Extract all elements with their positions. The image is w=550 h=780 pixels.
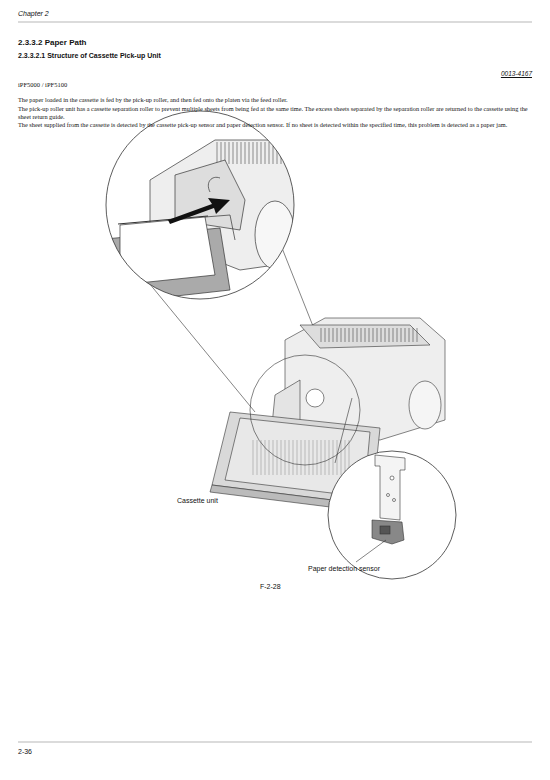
subsection-title: 2.3.3.2.1 Structure of Cassette Pick-up … [18, 52, 161, 59]
magnifier-circle [328, 451, 456, 579]
sensor-closeup [325, 448, 460, 583]
document-code: 0013-4167 [501, 70, 532, 77]
footer-rule [18, 742, 532, 743]
magnifier-line [335, 398, 352, 463]
leader-line [356, 540, 386, 562]
part-label: Cassette unit [177, 497, 218, 504]
body-text: The paper loaded in the cassette is fed … [18, 96, 532, 104]
figure-caption: F-2-28 [260, 583, 281, 590]
cassette-closeup [95, 105, 310, 305]
part-label: Paper detection sensor [308, 565, 380, 572]
model-name: iPF5000 / iPF5100 [18, 81, 67, 88]
body-text: The pick-up roller unit has a cassette s… [18, 105, 532, 120]
page-number: 2-36 [18, 748, 32, 755]
section-title: 2.3.3.2 Paper Path [18, 38, 86, 47]
magnifier-circle [106, 111, 294, 299]
chapter-header: Chapter 2 [18, 10, 49, 17]
header-rule [18, 22, 532, 23]
body-text: The sheet supplied from the cassette is … [18, 121, 532, 129]
